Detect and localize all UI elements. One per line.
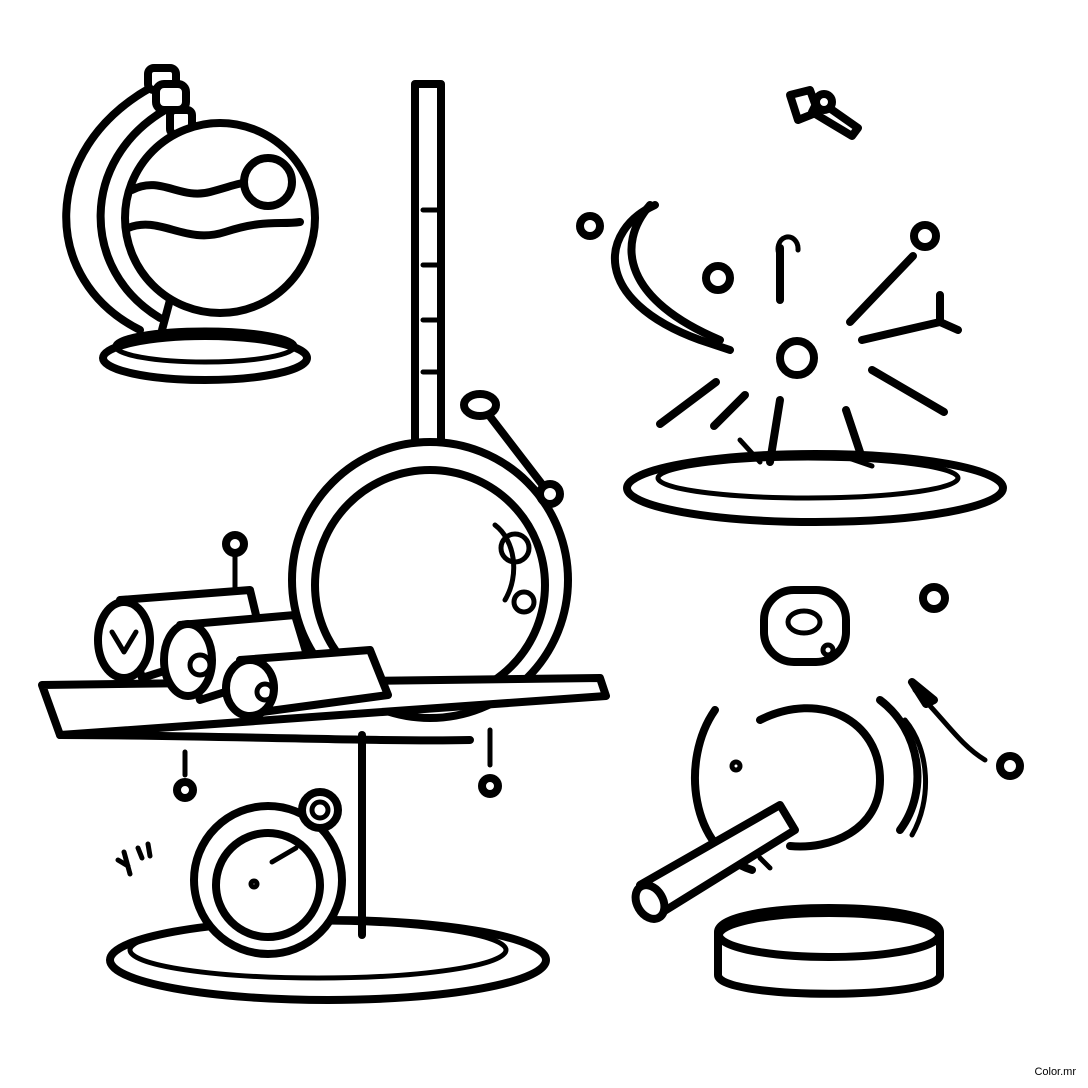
splash-center — [776, 337, 818, 379]
globe-arm-outer — [62, 84, 154, 334]
floating-ball — [919, 583, 949, 613]
globe-sphere — [121, 119, 319, 317]
roll-1-end — [94, 598, 154, 682]
ray — [846, 252, 917, 326]
dangle-dot — [173, 778, 197, 802]
splash-illustration — [576, 86, 1007, 526]
bowl — [714, 904, 944, 998]
globe-base — [99, 332, 311, 384]
credit-text: Color.mr — [1034, 1066, 1076, 1078]
scale-illustration — [38, 80, 610, 1004]
dangle-dot — [478, 774, 502, 798]
ring-knob-small — [511, 589, 537, 615]
roll-1-mark — [109, 629, 139, 655]
pestle-end — [631, 881, 669, 923]
globe-arm-inner — [96, 106, 169, 322]
motion-arc-right — [876, 696, 922, 834]
ray-fork — [858, 291, 962, 344]
ray — [842, 406, 866, 462]
ray — [868, 366, 948, 416]
ray-hook — [775, 234, 801, 259]
pin-head — [460, 390, 500, 420]
dial-knob-inner — [309, 799, 331, 821]
motion-arc-right-2 — [902, 717, 928, 838]
ring-detail — [492, 522, 517, 603]
capsule-dot — [820, 642, 836, 658]
scribble-marks — [115, 841, 153, 877]
dial-inner — [212, 829, 324, 941]
ray-ball — [910, 221, 940, 251]
dial-center — [248, 878, 260, 890]
splash-tube-inner — [627, 201, 724, 344]
pin-shaft — [481, 406, 552, 496]
globe-wave-2 — [124, 218, 304, 240]
roll-2-mark — [187, 652, 213, 678]
dish-inner — [655, 455, 961, 501]
tray-edge — [56, 731, 474, 745]
string-ball — [996, 752, 1024, 780]
roll-2-end — [160, 620, 216, 700]
pestle-mark — [757, 855, 773, 871]
pin-tip — [536, 480, 564, 508]
motion-dot — [729, 759, 743, 773]
globe-base-top — [112, 327, 298, 365]
dial-needle — [269, 845, 299, 865]
tube-ball — [576, 212, 604, 240]
dish — [623, 450, 1007, 526]
string-tip — [908, 678, 938, 708]
antenna-ball — [222, 531, 248, 557]
ring-knob — [498, 531, 532, 565]
pestle-illustration — [631, 583, 1024, 998]
ruler — [411, 80, 445, 498]
splash-drips — [737, 437, 875, 469]
ray-ball — [702, 262, 734, 294]
tiny-tool-knob — [812, 90, 836, 114]
ray — [766, 396, 784, 466]
globe-illustration — [62, 64, 319, 384]
globe-stem — [158, 296, 174, 334]
ray — [710, 391, 749, 430]
splash-tube-outer — [610, 201, 734, 354]
motion-circle — [756, 704, 884, 851]
roll-3-end — [222, 656, 278, 720]
roll-3-mark — [254, 681, 276, 703]
ray — [656, 378, 720, 428]
bowl-rim — [715, 909, 943, 961]
capsule-mark — [785, 608, 823, 636]
globe-dot — [240, 154, 296, 210]
dial-knob — [298, 788, 342, 832]
